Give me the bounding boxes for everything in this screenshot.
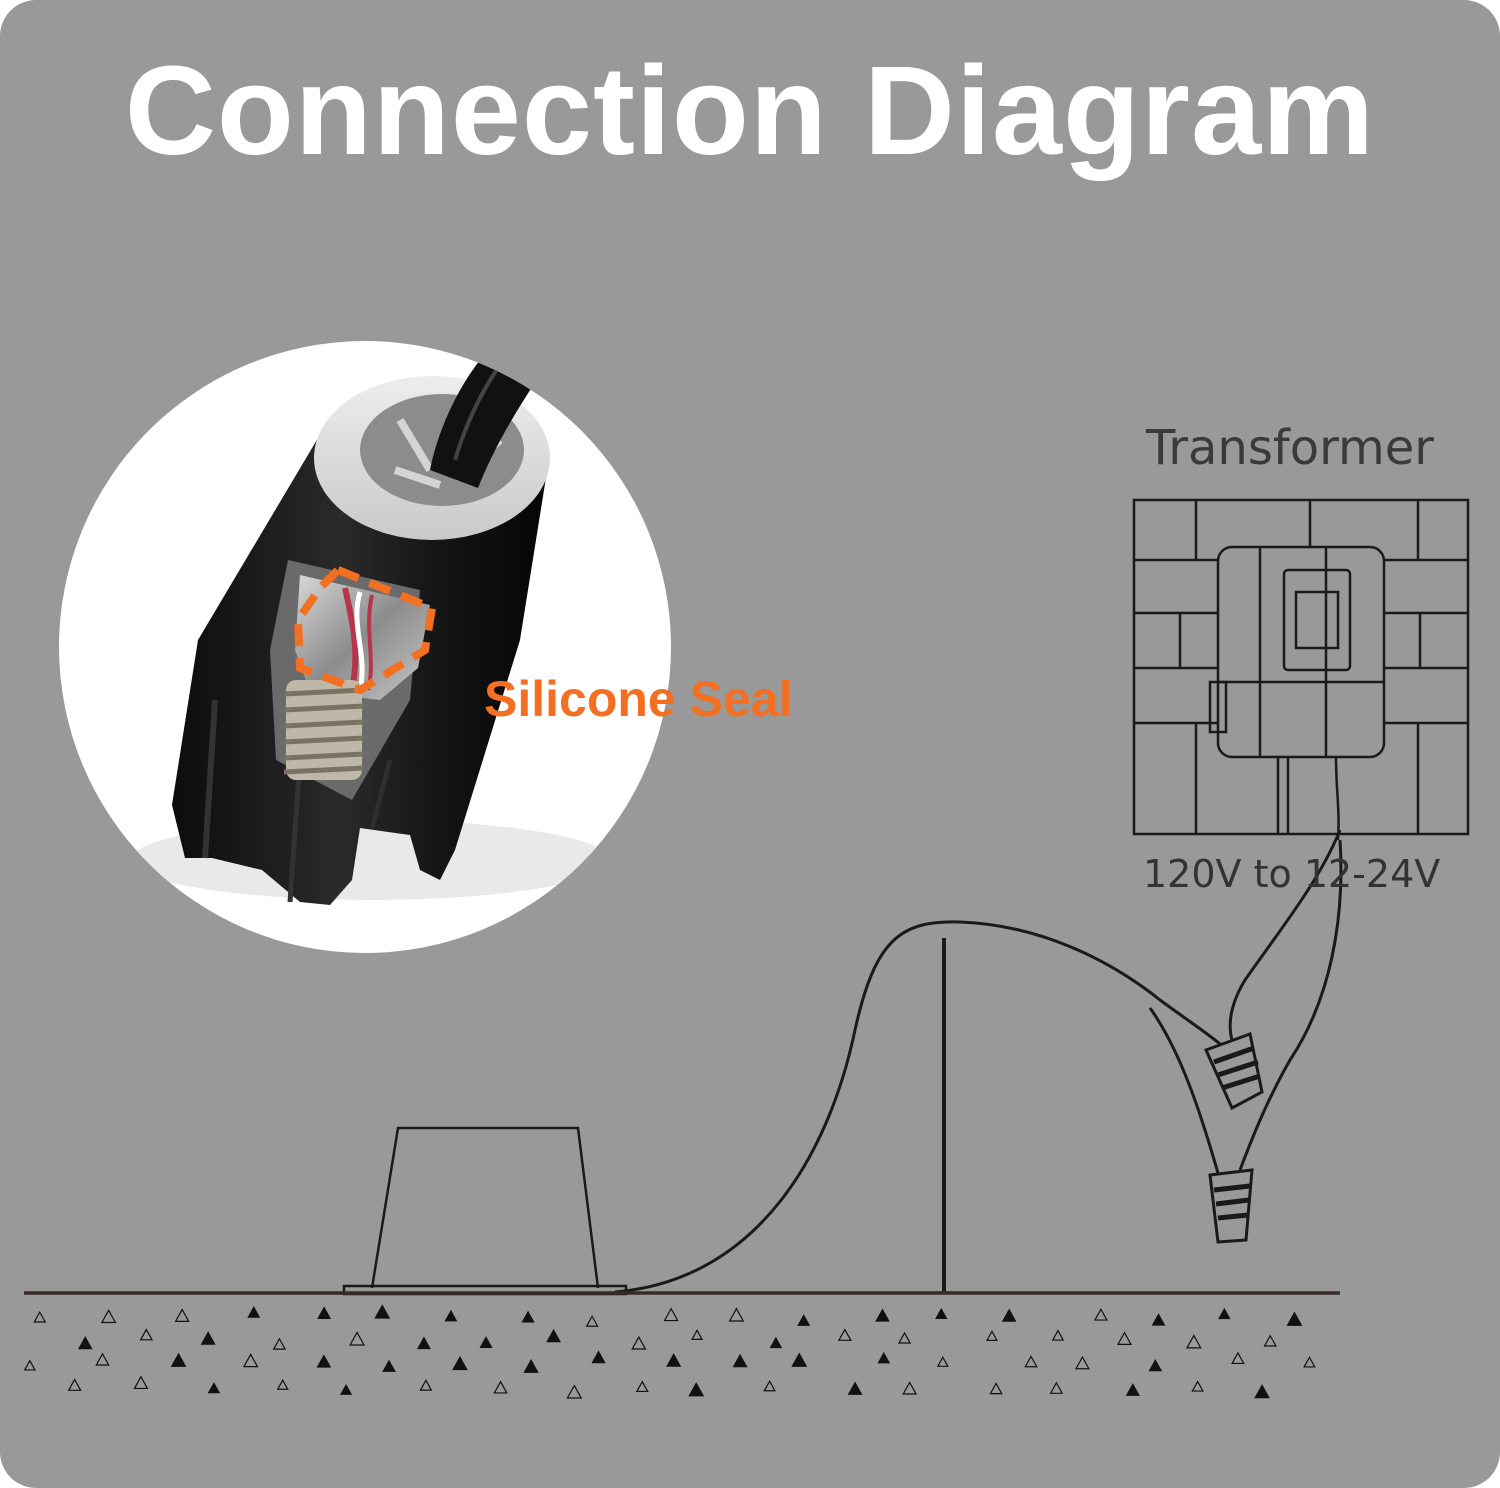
soil-particle bbox=[791, 1352, 808, 1367]
soil-particle bbox=[1218, 1307, 1231, 1320]
soil-particle bbox=[935, 1307, 948, 1319]
soil-particle bbox=[875, 1308, 890, 1322]
soil-particle bbox=[1049, 1381, 1064, 1394]
soil-particle bbox=[452, 1355, 468, 1371]
soil-particle bbox=[1263, 1334, 1277, 1347]
soil-particle bbox=[985, 1330, 998, 1341]
soil-particle bbox=[546, 1328, 562, 1343]
wire-nut-connector-icon bbox=[1203, 1031, 1264, 1111]
seal-highlight-outline bbox=[293, 565, 437, 695]
soil-particle bbox=[902, 1381, 918, 1395]
soil-particle bbox=[837, 1328, 852, 1341]
soil-particle bbox=[1024, 1355, 1038, 1368]
soil-particle bbox=[635, 1380, 649, 1393]
soil-particle bbox=[763, 1379, 776, 1392]
soil-particle bbox=[1151, 1313, 1166, 1326]
soil-particle bbox=[732, 1353, 748, 1368]
soil-particle bbox=[382, 1359, 396, 1372]
soil-particle bbox=[1191, 1380, 1204, 1392]
soil-particle bbox=[242, 1353, 259, 1368]
soil-particle bbox=[897, 1331, 912, 1344]
soil-particle bbox=[317, 1306, 332, 1319]
soil-particle bbox=[989, 1382, 1003, 1395]
soil-particle bbox=[272, 1337, 287, 1350]
soil-particle bbox=[339, 1383, 353, 1395]
soil-particle bbox=[247, 1306, 261, 1318]
soil-particle bbox=[1001, 1308, 1017, 1322]
soil-particle bbox=[349, 1331, 366, 1346]
soil-particle bbox=[1254, 1384, 1270, 1399]
soil-particle bbox=[1116, 1331, 1133, 1345]
soil-particle bbox=[690, 1329, 704, 1341]
soil-particle bbox=[1093, 1308, 1108, 1321]
soil-particle bbox=[174, 1308, 190, 1322]
transformer-illustration bbox=[1132, 498, 1470, 841]
soil-particle bbox=[170, 1352, 187, 1367]
connector-closeup-inset bbox=[59, 341, 671, 953]
soil-particle bbox=[1148, 1359, 1163, 1372]
soil-particle bbox=[33, 1310, 47, 1323]
soil-particle bbox=[1125, 1383, 1140, 1396]
soil-particle bbox=[1231, 1351, 1245, 1365]
soil-particle bbox=[276, 1378, 289, 1390]
soil-particle bbox=[1185, 1334, 1202, 1349]
transformer-label: Transformer bbox=[1146, 420, 1435, 476]
soil-particle bbox=[688, 1382, 705, 1397]
soil-particle bbox=[416, 1336, 431, 1350]
soil-particle bbox=[523, 1359, 539, 1373]
soil-particle bbox=[797, 1314, 811, 1326]
soil-particle bbox=[100, 1309, 117, 1324]
soil-particle bbox=[663, 1307, 679, 1322]
soil-particle bbox=[566, 1384, 583, 1399]
soil-particle bbox=[521, 1310, 535, 1323]
wire-nut-connector-icon-2 bbox=[1208, 1168, 1254, 1244]
soil-particle bbox=[23, 1359, 37, 1371]
wiring bbox=[614, 829, 1343, 1294]
soil-particle bbox=[1074, 1355, 1090, 1370]
soil-particle bbox=[847, 1381, 863, 1395]
soil-particle bbox=[200, 1331, 216, 1345]
silicone-seal-label: Silicone Seal bbox=[484, 671, 793, 727]
soil-particle bbox=[374, 1304, 391, 1319]
soil-particle bbox=[631, 1335, 647, 1350]
page-title: Connection Diagram bbox=[124, 40, 1376, 181]
soil-texture bbox=[23, 1304, 1316, 1399]
voltage-label: 120V to 12-24V bbox=[1143, 852, 1441, 896]
soil-particle bbox=[419, 1379, 433, 1391]
soil-particle bbox=[585, 1315, 599, 1327]
soil-particle bbox=[591, 1350, 606, 1364]
soil-particle bbox=[936, 1355, 949, 1367]
soil-particle bbox=[316, 1354, 332, 1368]
soil-particle bbox=[666, 1353, 682, 1367]
soil-particle bbox=[133, 1375, 149, 1390]
soil-particle bbox=[139, 1328, 154, 1341]
soil-particle bbox=[877, 1351, 891, 1364]
soil-particle bbox=[95, 1352, 110, 1366]
soil-particle bbox=[769, 1336, 783, 1349]
soil-particle bbox=[1303, 1356, 1316, 1368]
soil-particle bbox=[77, 1336, 93, 1350]
soil-particle bbox=[479, 1336, 493, 1348]
soil-particle bbox=[1051, 1329, 1065, 1341]
soil-particle bbox=[728, 1307, 745, 1322]
soil-particle bbox=[207, 1382, 221, 1394]
soil-particle bbox=[67, 1378, 82, 1391]
soil-particle bbox=[444, 1309, 458, 1322]
soil-particle bbox=[1286, 1311, 1303, 1326]
soil-particle bbox=[493, 1380, 508, 1394]
threaded-socket bbox=[283, 680, 365, 780]
